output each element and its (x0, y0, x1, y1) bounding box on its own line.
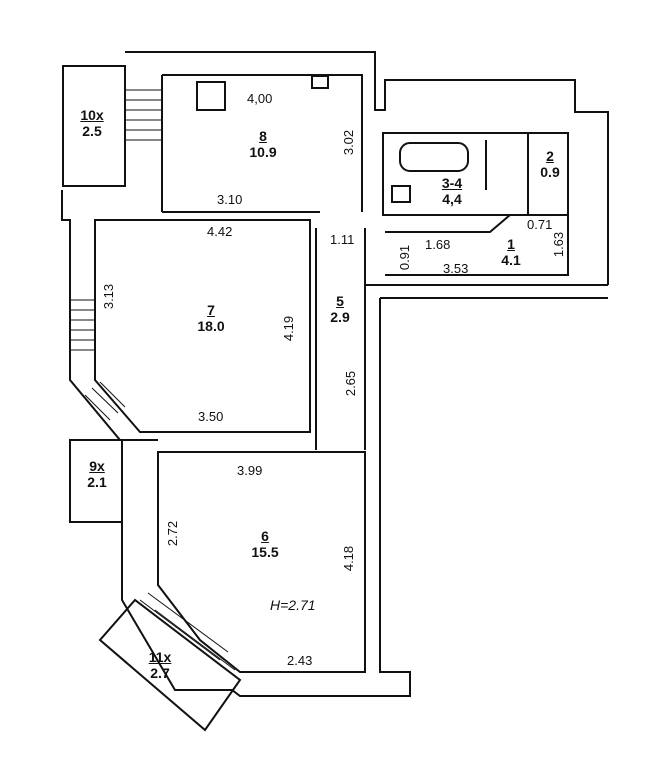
walls (61, 51, 609, 732)
room-area: 0.9 (540, 164, 560, 181)
room-number: 11x (148, 649, 172, 665)
room-area: 15.5 (251, 544, 279, 561)
dim-room6-bottom: 2.43 (287, 653, 313, 668)
room-number: 6 (261, 528, 269, 544)
dim-kitchen-bottom: 3.10 (217, 192, 243, 207)
dim-room7-top: 4.42 (207, 224, 233, 239)
room-area: 4.1 (501, 252, 521, 269)
dim-corridor-071: 0.71 (527, 217, 553, 232)
dim-door-111: 1.11 (330, 232, 355, 247)
room-number: 3-4 (441, 175, 463, 191)
kitchen-sink (311, 75, 329, 89)
dim-corridor-091: 0.91 (397, 244, 413, 271)
room-7-wall (94, 219, 311, 433)
dim-room7-left: 3.13 (101, 283, 117, 310)
room-area: 2.7 (150, 665, 170, 682)
stove (196, 81, 226, 111)
corridor-wall (385, 214, 569, 276)
dim-kitchen-width: 4,00 (247, 91, 273, 106)
room-area: 2.9 (330, 309, 350, 326)
room-number: 8 (259, 128, 267, 144)
room-number: 1 (507, 236, 515, 252)
room-area: 18.0 (197, 318, 225, 335)
sink (391, 185, 411, 203)
outer-south-wall (121, 298, 411, 697)
dim-kitchen-depth: 3.02 (341, 129, 357, 156)
room-area: 4,4 (442, 191, 462, 208)
bathtub (399, 142, 469, 172)
room-number: 5 (336, 293, 344, 309)
dim-room6-top: 3.99 (237, 463, 263, 478)
dim-corridor-163: 1.63 (551, 231, 567, 258)
room-number: 9x (89, 458, 105, 474)
room-number: 7 (207, 302, 215, 318)
room-area: 2.5 (82, 123, 102, 140)
room-6-wall (157, 451, 366, 673)
dim-room6-left: 2.72 (165, 520, 181, 547)
balcony-11x-outline (98, 598, 242, 732)
room-area: 10.9 (249, 144, 277, 161)
ceiling-height: H=2.71 (270, 597, 316, 613)
room-area: 2.1 (87, 474, 107, 491)
dim-corridor-353: 3.53 (443, 261, 469, 276)
kitchen-outer-wall (125, 51, 609, 285)
dim-corridor-168: 1.68 (425, 237, 451, 252)
kitchen-inner-wall (162, 74, 363, 212)
outer-west-wall (61, 190, 158, 441)
dim-corridor5: 2.65 (343, 370, 359, 397)
dim-room6-right: 4.18 (341, 545, 357, 572)
dim-room7-bottom: 3.50 (198, 409, 224, 424)
dim-room7-right: 4.19 (281, 315, 297, 342)
room-number: 10x (80, 107, 104, 123)
room-number: 2 (546, 148, 554, 164)
window-hatches (70, 89, 236, 671)
balcony-10x-outline (62, 65, 126, 187)
